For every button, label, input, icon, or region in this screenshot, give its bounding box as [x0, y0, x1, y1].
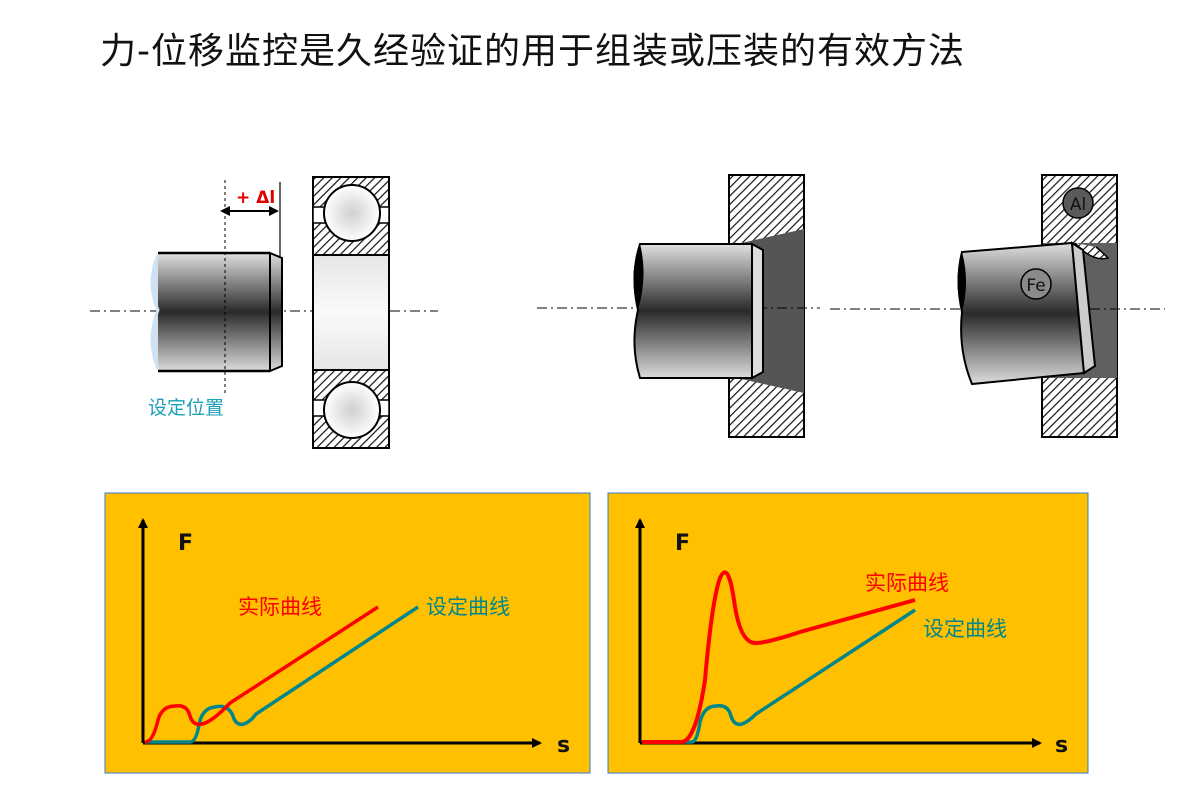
actual-curve-label: 实际曲线	[238, 595, 322, 619]
set-curve-label: 设定曲线	[426, 595, 510, 619]
x-axis-label: s	[1055, 733, 1068, 758]
press-fit-diagram	[537, 174, 820, 438]
bearing-ball	[323, 381, 381, 439]
page-title: 力-位移监控是久经验证的用于组装或压装的有效方法	[100, 31, 965, 72]
shaft	[957, 241, 1097, 386]
tilted-press-fit-diagram: Al Fe	[830, 174, 1165, 438]
material-badge-fe	[1020, 268, 1052, 300]
set-curve	[642, 608, 916, 744]
x-axis-label: s	[557, 733, 570, 758]
y-axis-label: F	[178, 531, 193, 556]
chart-panel	[607, 492, 1089, 774]
shaft-bearing-diagram: + Δl 设定位置	[90, 176, 438, 449]
actual-curve	[642, 570, 916, 744]
force-displacement-chart-right: F s 实际曲线 设定曲线	[607, 492, 1089, 774]
shaft	[633, 242, 764, 380]
material-badge-al	[1062, 187, 1094, 219]
set-curve-label: 设定曲线	[923, 617, 1007, 641]
actual-curve	[144, 605, 379, 744]
set-position-label: 设定位置	[148, 397, 224, 419]
material-al-label: Al	[1070, 195, 1086, 215]
y-axis-label: F	[675, 531, 690, 556]
shaft	[150, 251, 283, 373]
force-displacement-chart-left: F s 实际曲线 设定曲线	[104, 492, 591, 774]
actual-curve-label: 实际曲线	[865, 571, 949, 595]
delta-label: + Δl	[236, 188, 275, 208]
material-fe-label: Fe	[1026, 276, 1045, 296]
bearing	[312, 176, 390, 449]
bearing-ball	[323, 184, 381, 242]
chart-panel	[104, 492, 591, 774]
